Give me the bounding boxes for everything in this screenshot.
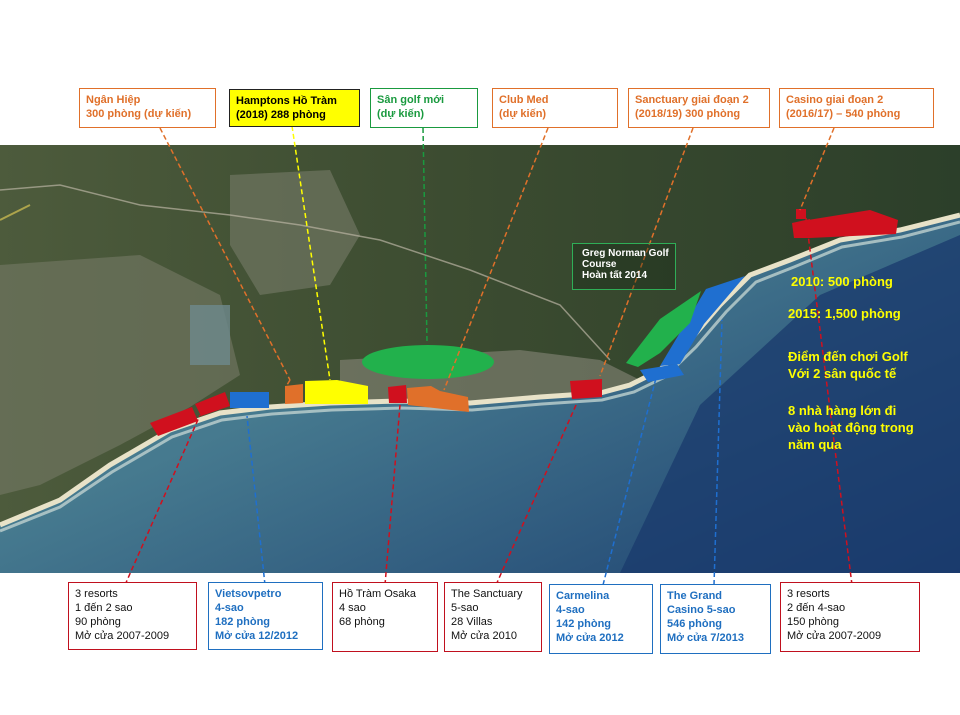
label-the-sanctuary: The Sanctuary 5-sao 28 Villas Mở cửa 201… xyxy=(444,582,542,652)
label-ho-tram-osaka: Hồ Tràm Osaka 4 sao 68 phòng xyxy=(332,582,438,652)
label-ngan-hiep: Ngân Hiệp 300 phòng (dự kiến) xyxy=(79,88,216,128)
label-line: 182 phòng xyxy=(215,616,271,628)
label-line: (dự kiến) xyxy=(499,108,547,120)
label-line: 3 resorts xyxy=(787,588,830,600)
label-line: Casino 5-sao xyxy=(667,604,736,616)
label-line: 3 resorts xyxy=(75,588,118,600)
label-line: Mở cửa 7/2013 xyxy=(667,632,744,644)
label-line: 546 phòng xyxy=(667,618,723,630)
label-line: The Sanctuary xyxy=(451,588,523,600)
label-line: Mở cửa 12/2012 xyxy=(215,630,299,642)
label-line: Mở cửa 2007-2009 xyxy=(75,630,170,642)
label-line: (2016/17) – 540 phòng xyxy=(786,108,901,120)
label-line: Carmelina xyxy=(556,590,610,602)
callout-line: 8 nhà hàng lớn đi xyxy=(788,403,897,418)
label-line: Club Med xyxy=(499,94,549,106)
label-carmelina: Carmelina 4-sao 142 phòng Mở cửa 2012 xyxy=(549,584,653,654)
callout-line: vào hoạt động trong xyxy=(788,420,914,435)
label-line: Course xyxy=(582,259,617,270)
label-line: 142 phòng xyxy=(556,618,612,630)
deep-sea xyxy=(620,235,960,573)
callout-golf-destination: Điểm đến chơi Golf Với 2 sân quốc tế xyxy=(788,348,908,382)
label-line: 4 sao xyxy=(339,602,366,614)
road-yellow xyxy=(0,204,31,221)
label-line: Sanctuary giai đoạn 2 xyxy=(635,94,749,106)
label-line: Sân golf mới xyxy=(377,94,445,106)
label-line: 300 phòng (dự kiến) xyxy=(86,108,192,120)
label-line: The Grand xyxy=(667,590,723,602)
label-line: 4-sao xyxy=(556,604,585,616)
callout-rooms-2015: 2015: 1,500 phòng xyxy=(788,305,901,322)
label-line: Hồ Tràm Osaka xyxy=(339,588,417,600)
callout-line: năm qua xyxy=(788,437,842,452)
label-line: 5-sao xyxy=(451,602,479,614)
label-sanctuary-2: Sanctuary giai đoạn 2 (2018/19) 300 phòn… xyxy=(628,88,770,128)
label-line: 90 phòng xyxy=(75,616,121,628)
label-line: 28 Villas xyxy=(451,616,493,628)
label-line: 150 phòng xyxy=(787,616,839,628)
label-line: 2 đến 4-sao xyxy=(787,602,846,614)
label-line: Mở cửa 2010 xyxy=(451,630,517,642)
label-line: (2018/19) 300 phòng xyxy=(635,108,741,120)
pond xyxy=(190,305,230,365)
label-hamptons: Hamptons Hồ Tràm (2018) 288 phòng xyxy=(229,89,360,127)
label-line: Hoàn tất 2014 xyxy=(582,270,648,281)
label-line: Mở cửa 2012 xyxy=(556,632,624,644)
callout-line: Với 2 sân quốc tế xyxy=(788,366,897,381)
label-casino-2: Casino giai đoạn 2 (2016/17) – 540 phòng xyxy=(779,88,934,128)
label-line: Vietsovpetro xyxy=(215,588,282,600)
callout-restaurants: 8 nhà hàng lớn đi vào hoạt động trong nă… xyxy=(788,402,914,453)
label-vietsovpetro: Vietsovpetro 4-sao 182 phòng Mở cửa 12/2… xyxy=(208,582,323,650)
label-line: 1 đến 2 sao xyxy=(75,602,133,614)
callout-line: Điểm đến chơi Golf xyxy=(788,349,908,364)
label-line: Mở cửa 2007-2009 xyxy=(787,630,882,642)
callout-rooms-2010: 2010: 500 phòng xyxy=(791,273,893,290)
label-line: 4-sao xyxy=(215,602,244,614)
label-greg-norman-golf: Greg Norman Golf Course Hoàn tất 2014 xyxy=(572,243,676,290)
label-club-med: Club Med (dự kiến) xyxy=(492,88,618,128)
label-resorts-east: 3 resorts 2 đến 4-sao 150 phòng Mở cửa 2… xyxy=(780,582,920,652)
label-line: (2018) 288 phòng xyxy=(236,109,326,121)
label-line: (dự kiến) xyxy=(377,108,425,120)
label-resorts-west: 3 resorts 1 đến 2 sao 90 phòng Mở cửa 20… xyxy=(68,582,197,650)
callout-line: 2015: 1,500 phòng xyxy=(788,306,901,321)
label-the-grand: The Grand Casino 5-sao 546 phòng Mở cửa … xyxy=(660,584,771,654)
label-line: Greg Norman Golf xyxy=(582,248,669,259)
label-line: Ngân Hiệp xyxy=(86,94,141,106)
label-line: 68 phòng xyxy=(339,616,385,628)
label-line: Hamptons Hồ Tràm xyxy=(236,95,337,107)
label-line: Casino giai đoạn 2 xyxy=(786,94,884,106)
callout-line: 2010: 500 phòng xyxy=(791,274,893,289)
label-golf-new: Sân golf mới (dự kiến) xyxy=(370,88,478,128)
